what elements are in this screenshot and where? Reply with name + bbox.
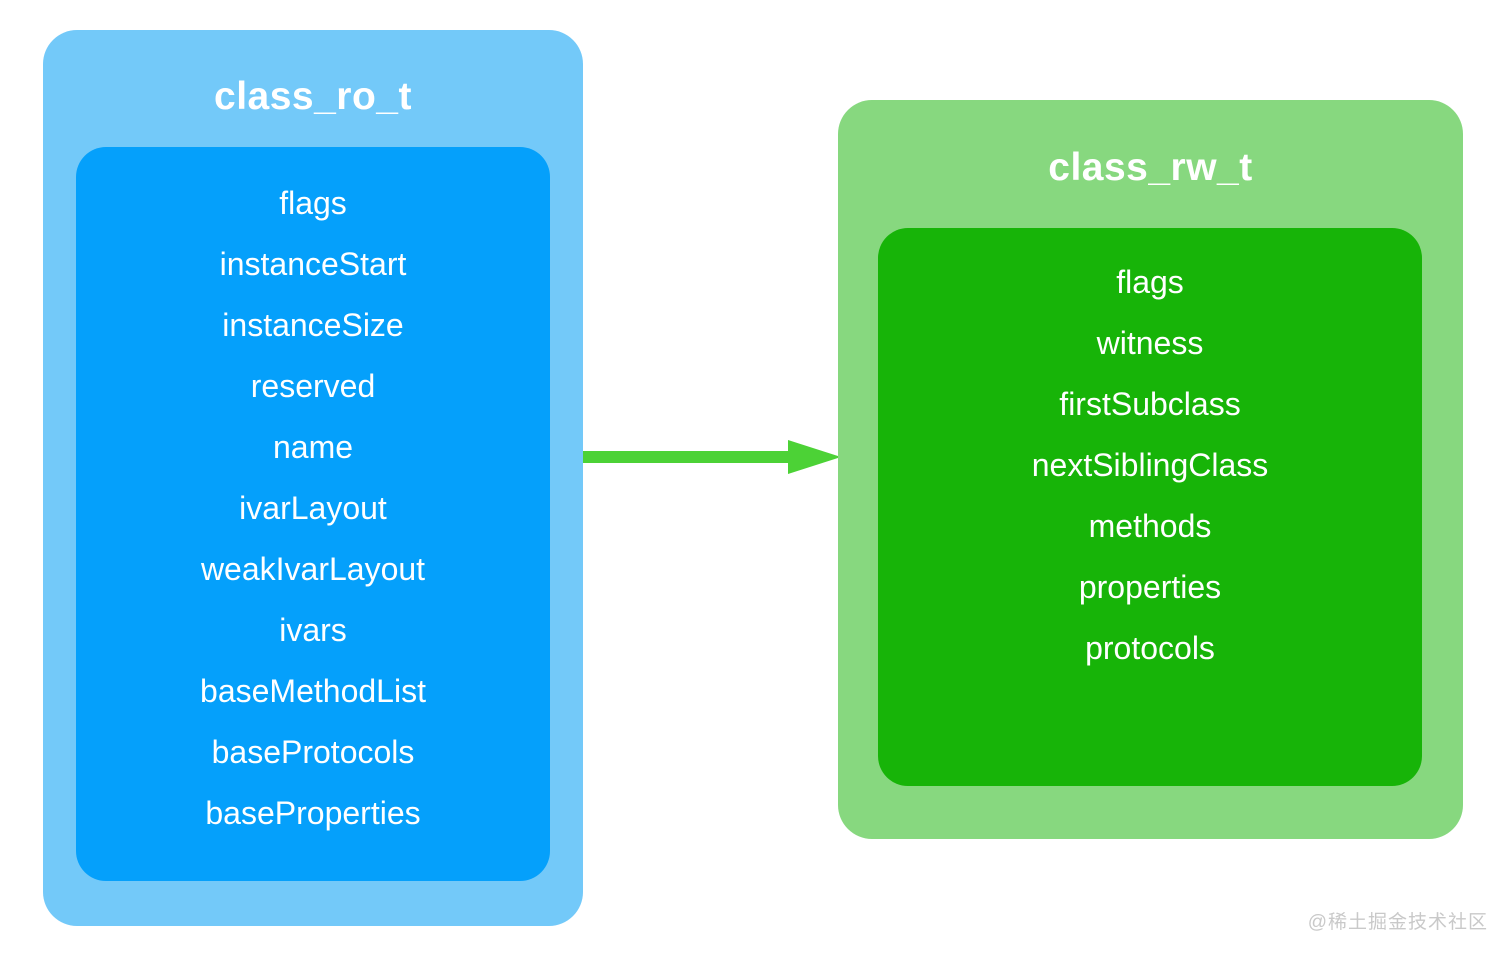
field-item: methods bbox=[1088, 508, 1212, 544]
field-item: nextSiblingClass bbox=[1031, 447, 1269, 483]
field-item: ivars bbox=[279, 612, 347, 648]
class-ro-t-title: class_ro_t bbox=[214, 75, 412, 118]
field-item: instanceStart bbox=[219, 246, 407, 282]
class-ro-t-field-list: flags instanceStart instanceSize reserve… bbox=[76, 173, 550, 844]
field-item: flags bbox=[1116, 264, 1184, 300]
class-rw-t-outer-card: class_rw_t flags witness firstSubclass n… bbox=[838, 100, 1463, 839]
arrow-right-icon bbox=[583, 438, 841, 476]
field-item: weakIvarLayout bbox=[200, 551, 426, 587]
class-rw-t-title: class_rw_t bbox=[1048, 146, 1253, 189]
field-item: baseMethodList bbox=[200, 673, 426, 709]
class-ro-t-outer-card: class_ro_t flags instanceStart instanceS… bbox=[43, 30, 583, 926]
watermark: @稀土掘金技术社区 bbox=[1307, 912, 1488, 933]
field-item: witness bbox=[1096, 325, 1204, 361]
field-item: firstSubclass bbox=[1059, 386, 1241, 422]
field-item: properties bbox=[1078, 569, 1222, 605]
field-item: instanceSize bbox=[222, 307, 404, 343]
field-item: flags bbox=[279, 185, 347, 221]
field-item: protocols bbox=[1085, 630, 1215, 666]
field-item: reserved bbox=[250, 368, 376, 404]
field-item: baseProtocols bbox=[211, 734, 415, 770]
field-item: name bbox=[272, 429, 354, 465]
class-rw-t-field-list: flags witness firstSubclass nextSiblingC… bbox=[878, 252, 1422, 679]
class-rw-t-inner-card: flags witness firstSubclass nextSiblingC… bbox=[878, 228, 1422, 786]
field-item: baseProperties bbox=[205, 795, 421, 831]
class-ro-t-inner-card: flags instanceStart instanceSize reserve… bbox=[76, 147, 550, 881]
field-item: ivarLayout bbox=[239, 490, 387, 526]
